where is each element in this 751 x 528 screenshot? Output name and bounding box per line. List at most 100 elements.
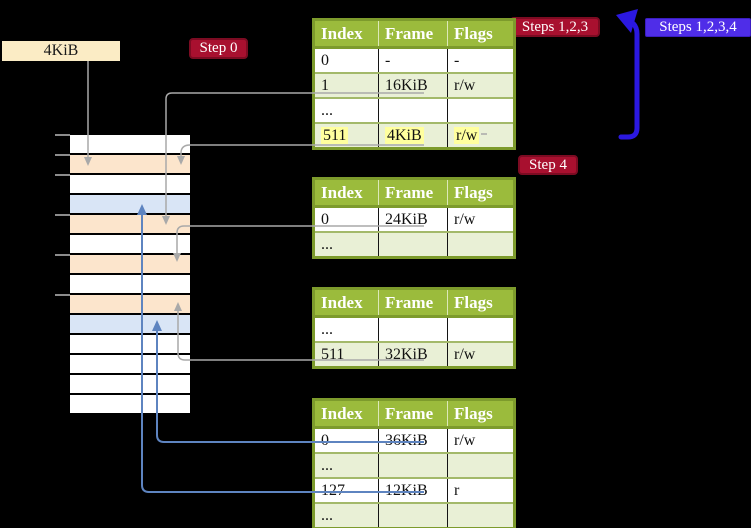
shortcut-arrowhead-icon [616, 9, 638, 33]
cell-index: 511 [313, 342, 379, 368]
highlighted-value: 511 [321, 126, 349, 144]
cell-flags: - [447, 47, 515, 74]
table-row: ... [313, 316, 515, 343]
memory-tick [55, 174, 70, 176]
steps123-badge: Steps 1,2,3 [510, 17, 600, 37]
memory-row-table [70, 255, 190, 273]
table-row: 511 4KiB r/w [313, 123, 515, 149]
column-header-flags: Flags [447, 399, 515, 429]
cell-frame [378, 232, 448, 258]
physical-memory-column [70, 135, 190, 415]
cell-flags: r/w [447, 427, 515, 454]
shortcut-arrow [616, 9, 640, 140]
step4-badge: Step 4 [518, 155, 578, 175]
cell-flags: r/w [447, 73, 515, 99]
memory-tick [55, 294, 70, 296]
column-header-frame: Frame [378, 178, 448, 208]
cell-flags [447, 232, 515, 258]
cell-flags [447, 98, 515, 124]
cell-frame: - [378, 47, 448, 74]
cell-index: 0 [313, 206, 379, 233]
table-row: ... [313, 232, 515, 258]
highlighted-value: 4KiB [385, 126, 424, 144]
column-header-index: Index [313, 178, 379, 208]
cell-frame: 36KiB [378, 427, 448, 454]
cell-frame: 24KiB [378, 206, 448, 233]
cell-flags: r/w [447, 123, 515, 149]
highlighted-value: r/w [454, 126, 480, 144]
memory-tick [55, 134, 70, 136]
cell-flags: r [447, 478, 515, 504]
memory-row-page [70, 315, 190, 333]
memory-row-plain [70, 175, 190, 193]
page-size-label: 4KiB [2, 41, 120, 61]
memory-row-plain [70, 355, 190, 373]
column-header-flags: Flags [447, 288, 515, 318]
memory-tick [55, 254, 70, 256]
cell-frame [378, 453, 448, 479]
cell-index: 0 [313, 427, 379, 454]
column-header-index: Index [313, 19, 379, 49]
cell-frame [378, 503, 448, 528]
steps1234-badge: Steps 1,2,3,4 [645, 18, 751, 37]
table-row: ... [313, 453, 515, 479]
memory-row-plain [70, 135, 190, 153]
column-header-index: Index [313, 399, 379, 429]
column-header-flags: Flags [447, 19, 515, 49]
column-header-frame: Frame [378, 399, 448, 429]
cell-index: 127 [313, 478, 379, 504]
cell-frame [378, 98, 448, 124]
memory-row-plain [70, 235, 190, 253]
memory-row-plain [70, 395, 190, 413]
cell-flags [447, 316, 515, 343]
memory-row-page [70, 195, 190, 213]
table-row: 0-- [313, 47, 515, 74]
memory-row-table [70, 215, 190, 233]
cell-index: ... [313, 503, 379, 528]
cell-index: ... [313, 453, 379, 479]
table-row: ... [313, 98, 515, 124]
column-header-frame: Frame [378, 19, 448, 49]
cell-frame: 32KiB [378, 342, 448, 368]
cell-index: ... [313, 232, 379, 258]
memory-tick [55, 214, 70, 216]
table-row: ... [313, 503, 515, 528]
memory-row-plain [70, 275, 190, 293]
column-header-index: Index [313, 288, 379, 318]
column-header-flags: Flags [447, 178, 515, 208]
cell-frame: 12KiB [378, 478, 448, 504]
cell-flags: r/w [447, 342, 515, 368]
cell-flags: r/w [447, 206, 515, 233]
cell-frame: 4KiB [378, 123, 448, 149]
column-header-frame: Frame [378, 288, 448, 318]
cell-flags [447, 453, 515, 479]
memory-row-plain [70, 335, 190, 353]
step0-badge: Step 0 [189, 38, 248, 59]
cell-flags [447, 503, 515, 528]
memory-row-plain [70, 375, 190, 393]
cell-index: 0 [313, 47, 379, 74]
memory-row-table [70, 155, 190, 173]
cell-frame [378, 316, 448, 343]
memory-tick [55, 154, 70, 156]
cell-frame: 16KiB [378, 73, 448, 99]
cell-index: 511 [313, 123, 379, 149]
shortcut-arrow-shaft [618, 18, 640, 140]
cell-index: ... [313, 98, 379, 124]
memory-row-table [70, 295, 190, 313]
cell-index: ... [313, 316, 379, 343]
